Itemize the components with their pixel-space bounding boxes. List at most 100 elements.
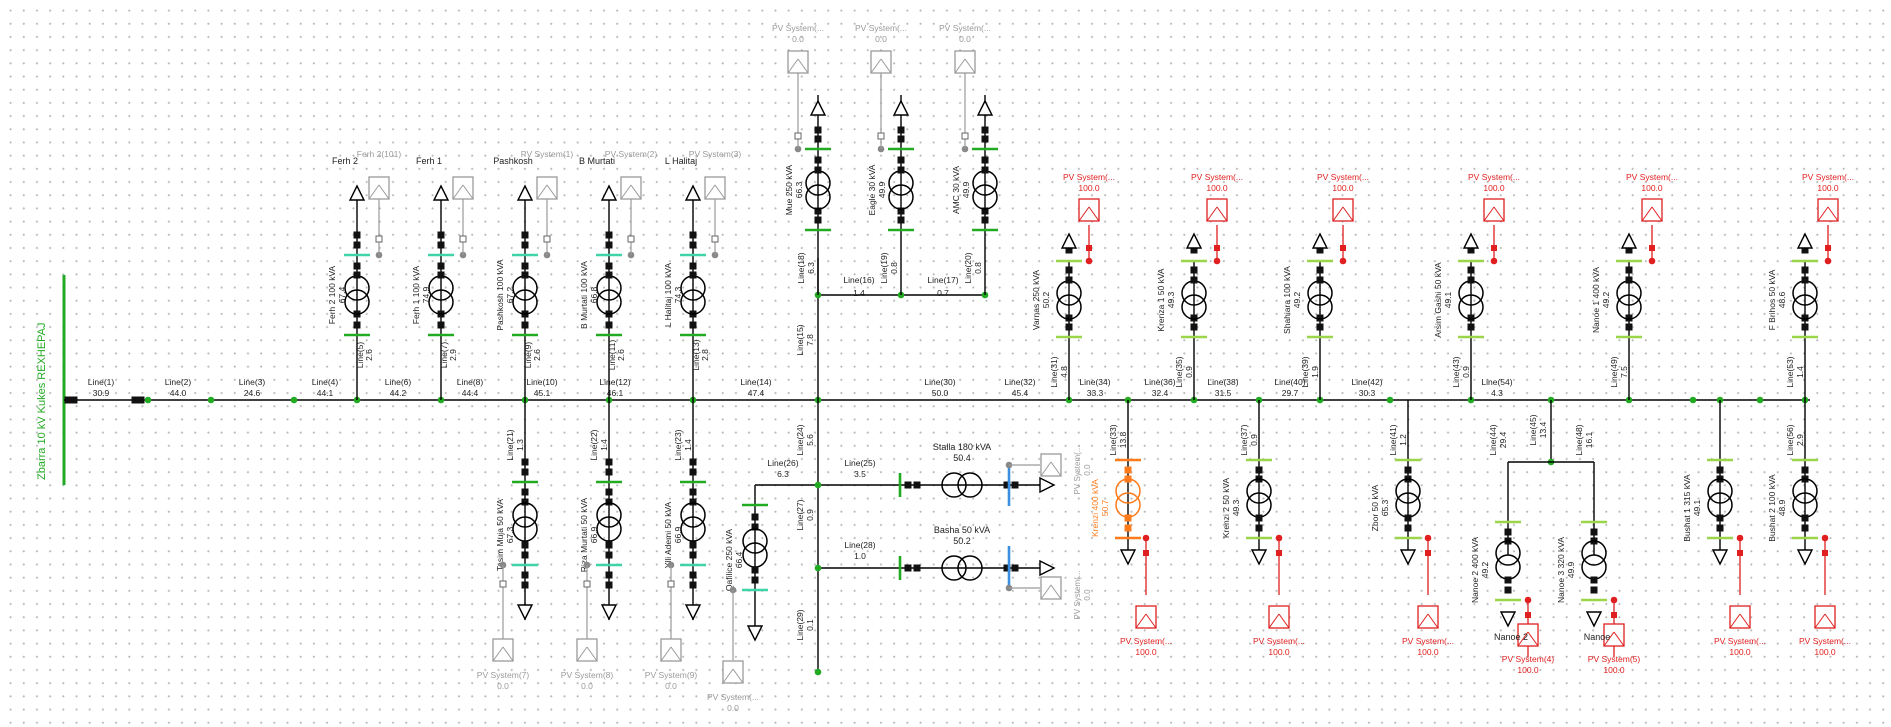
transformer-bottom-2-winding-b[interactable] <box>680 516 706 542</box>
breaker[interactable] <box>1801 323 1809 331</box>
breaker[interactable] <box>1590 576 1598 584</box>
breaker[interactable] <box>981 126 989 134</box>
pv-breaker[interactable] <box>794 132 802 140</box>
pv-panel-icon[interactable] <box>452 176 474 200</box>
breaker[interactable] <box>814 216 822 224</box>
breaker[interactable] <box>1316 323 1324 331</box>
transformer-right-bottom-3-winding-b[interactable] <box>1495 554 1521 580</box>
bus-node[interactable] <box>144 396 152 404</box>
pv-panel-icon[interactable] <box>787 50 809 74</box>
breaker[interactable] <box>1801 266 1809 274</box>
breaker[interactable] <box>1625 323 1633 331</box>
pv-panel-icon[interactable] <box>660 638 682 662</box>
pv-panel-icon[interactable] <box>620 176 642 200</box>
pv-breaker[interactable] <box>961 132 969 140</box>
breaker[interactable] <box>353 262 361 270</box>
load-arrow[interactable] <box>1399 549 1417 566</box>
transformer-bottom-2-winding-a[interactable] <box>680 502 706 528</box>
bus-node[interactable] <box>1386 396 1394 404</box>
breaker[interactable] <box>521 468 529 476</box>
breaker[interactable] <box>1504 576 1512 584</box>
breaker[interactable] <box>1625 276 1633 284</box>
transformer-right-bottom-6-winding-a[interactable] <box>1792 478 1818 504</box>
breaker[interactable] <box>605 551 613 559</box>
breaker[interactable] <box>521 488 529 496</box>
breaker[interactable] <box>689 571 697 579</box>
pv-breaker[interactable] <box>1649 245 1655 251</box>
pv-panel-icon[interactable] <box>576 638 598 662</box>
breaker[interactable] <box>1003 481 1011 489</box>
breaker[interactable] <box>897 166 905 174</box>
breaker[interactable] <box>1316 266 1324 274</box>
breaker[interactable] <box>1467 266 1475 274</box>
transformer-right-top-3-winding-b[interactable] <box>1458 294 1484 320</box>
load-arrow[interactable] <box>1185 232 1203 249</box>
breaker[interactable] <box>1716 466 1724 474</box>
breaker[interactable] <box>689 241 697 249</box>
breaker[interactable] <box>1801 466 1809 474</box>
pv-breaker[interactable] <box>1425 550 1431 556</box>
breaker[interactable] <box>1467 323 1475 331</box>
breaker[interactable] <box>981 166 989 174</box>
transformer-bottom-1-winding-a[interactable] <box>596 502 622 528</box>
breaker[interactable] <box>1316 314 1324 322</box>
transformer-right-top-0-winding-b[interactable] <box>1056 294 1082 320</box>
pv-panel-icon[interactable] <box>1817 198 1839 222</box>
pv-breaker[interactable] <box>459 235 467 243</box>
load-arrow[interactable] <box>1462 232 1480 249</box>
pv-panel-icon[interactable] <box>1268 605 1290 629</box>
pv-breaker[interactable] <box>711 235 719 243</box>
breaker[interactable] <box>913 481 921 489</box>
pv-panel-icon[interactable] <box>1517 623 1539 647</box>
bus-node[interactable] <box>814 668 822 676</box>
breaker[interactable] <box>605 321 613 329</box>
busbar-label[interactable]: Zbarra 10 kV Kukes REXHEPAJ <box>36 322 48 480</box>
load-arrow[interactable] <box>1039 559 1056 577</box>
breaker[interactable] <box>605 488 613 496</box>
breaker[interactable] <box>353 321 361 329</box>
transformer-right-bottom-4-winding-a[interactable] <box>1581 540 1607 566</box>
transformer-right-bottom-0-winding-a[interactable] <box>1115 478 1141 504</box>
breaker[interactable] <box>689 231 697 239</box>
bus-node[interactable] <box>814 481 822 489</box>
transformer-bottom-0-winding-a[interactable] <box>512 502 538 528</box>
breaker[interactable] <box>751 576 759 584</box>
load-arrow[interactable] <box>516 184 534 201</box>
breaker[interactable] <box>689 262 697 270</box>
transformer-right-bottom-4-winding-b[interactable] <box>1581 554 1607 580</box>
breaker[interactable] <box>1316 246 1324 254</box>
transformer-right-top-1-winding-b[interactable] <box>1181 294 1207 320</box>
pv-panel-icon[interactable] <box>1078 198 1100 222</box>
breaker[interactable] <box>1801 314 1809 322</box>
breaker[interactable] <box>1316 276 1324 284</box>
transformer-qafilice-winding-a[interactable] <box>742 528 768 554</box>
breaker[interactable] <box>521 541 529 549</box>
pv-panel-icon[interactable] <box>1603 623 1625 647</box>
load-arrow[interactable] <box>600 604 618 621</box>
breaker[interactable] <box>981 207 989 215</box>
breaker[interactable] <box>1190 323 1198 331</box>
transformer-bottom-0-winding-b[interactable] <box>512 516 538 542</box>
breaker[interactable] <box>1190 314 1198 322</box>
pv-panel-icon[interactable] <box>954 50 976 74</box>
transformer-right-bottom-3-winding-a[interactable] <box>1495 540 1521 566</box>
breaker[interactable] <box>353 271 361 279</box>
breaker[interactable] <box>437 231 445 239</box>
breaker[interactable] <box>751 513 759 521</box>
pv-panel-icon[interactable] <box>1040 576 1062 600</box>
breaker[interactable] <box>904 564 912 572</box>
transformer-right-top-5-winding-b[interactable] <box>1792 294 1818 320</box>
pv-breaker[interactable] <box>1737 550 1743 556</box>
transformer-right-bottom-5-winding-a[interactable] <box>1707 478 1733 504</box>
load-arrow[interactable] <box>892 99 910 116</box>
breaker[interactable] <box>1065 323 1073 331</box>
pv-breaker[interactable] <box>1086 245 1092 251</box>
transformer-right-bottom-2-winding-a[interactable] <box>1395 478 1421 504</box>
load-arrow[interactable] <box>1311 232 1329 249</box>
breaker[interactable] <box>689 468 697 476</box>
line-breaker[interactable] <box>131 396 139 404</box>
bus-node[interactable] <box>1756 396 1764 404</box>
breaker[interactable] <box>605 581 613 589</box>
breaker[interactable] <box>1625 266 1633 274</box>
breaker[interactable] <box>1590 528 1598 536</box>
